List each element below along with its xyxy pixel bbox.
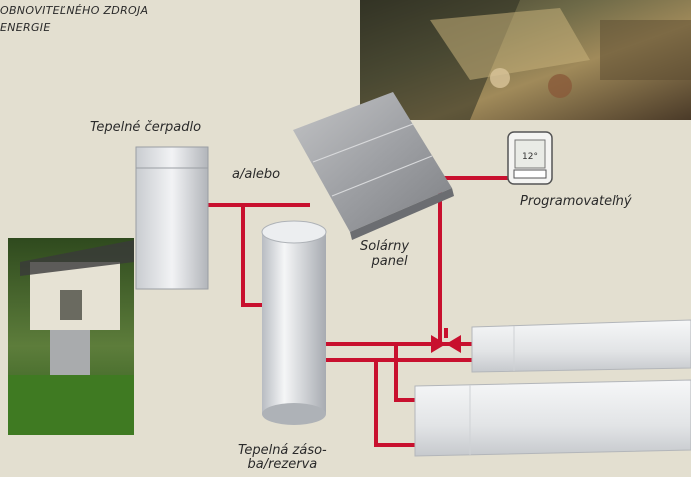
radiator-lower [414, 379, 691, 457]
thermostat-display: 12° [522, 152, 538, 162]
storage-tank-label: Tepelná záso- ba/rezerva [238, 444, 327, 472]
programmable-label: Programovateľný [520, 194, 632, 209]
solar-label-line-1: Solárny [360, 239, 410, 254]
valve-icon [431, 328, 461, 353]
heading-line-2: ENERGIE [0, 21, 51, 34]
diagram-heading: OBNOVITEĽNÉHO ZDROJA ENERGIE [0, 2, 148, 36]
solar-label-line-2: panel [371, 254, 408, 269]
garden-photo [360, 0, 691, 120]
storage-tank [261, 220, 327, 425]
house-photo [8, 238, 134, 435]
radiator-upper [471, 319, 691, 373]
heading-line-1: OBNOVITEĽNÉHO ZDROJA [0, 4, 149, 17]
and-or-label: a/alebo [232, 167, 281, 182]
solar-panel [293, 92, 454, 240]
storage-label-line-1: Tepelná záso- [238, 443, 327, 458]
solar-panel-label: Solárny panel [360, 239, 409, 269]
heat-pump-label: Tepelné čerpadlo [90, 120, 202, 135]
storage-label-line-2: ba/rezerva [247, 457, 318, 472]
thermostat-icon: 12° [507, 131, 553, 185]
heat-pump-unit [135, 146, 209, 290]
